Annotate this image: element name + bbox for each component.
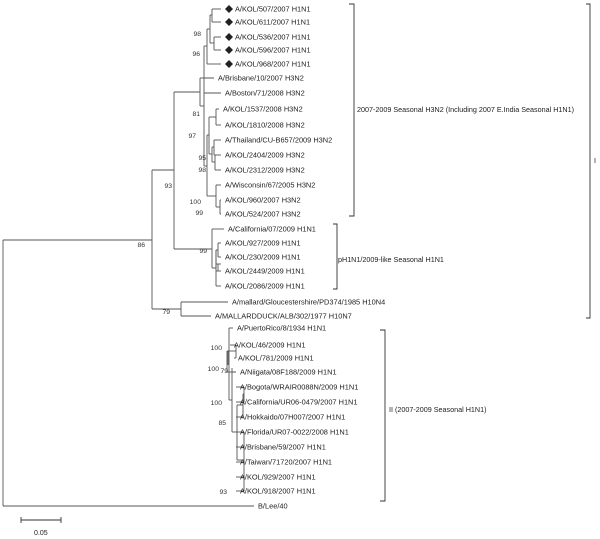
diamond-marker-icon: [225, 5, 233, 13]
leaf-label: A/Taiwan/71720/2007 H1N1: [240, 458, 332, 467]
leaf-label: A/KOL/968/2007 H1N1: [235, 60, 311, 69]
leaf-label: A/California/UR06-0479/2007 H1N1: [240, 398, 358, 407]
leaf-label: A/KOL/46/2009 H1N1: [234, 341, 306, 350]
scale-bar-label: 0.05: [34, 530, 48, 537]
leaf-label: A/KOL/2404/2009 H3N2: [225, 151, 305, 160]
bootstrap-value: 100: [211, 345, 223, 352]
clade-brackets: [333, 3, 591, 502]
bootstrap-value: 79: [220, 368, 228, 375]
leaf-label: A/Niigata/08F188/2009 H1N1: [240, 368, 337, 377]
leaf-label: A/KOL/2086/2009 H1N1: [225, 282, 305, 291]
bootstrap-value: 81: [192, 111, 200, 118]
leaf-label: A/KOL/1537/2008 H3N2: [223, 105, 303, 114]
clade-label-seasonal-h1n1: II (2007-2009 Seasonal H1N1): [389, 405, 487, 414]
leaf-label: A/KOL/507/2007 H1N1: [235, 5, 311, 14]
leaf-label: A/Hokkaido/07H007/2007 H1N1: [240, 413, 345, 422]
leaf-label: A/KOL/2312/2009 H3N2: [225, 166, 305, 175]
diamond-marker-icon: [225, 46, 233, 54]
leaf-label: A/KOL/611/2007 H1N1: [235, 18, 310, 27]
leaf-label: A/KOL/918/2007 H1N1: [240, 487, 316, 496]
bootstrap-value: 99: [199, 248, 207, 255]
leaf-label: A/Thailand/CU-B657/2009 H3N2: [225, 136, 332, 145]
bootstrap-value: 86: [137, 242, 145, 249]
bootstrap-value: 99: [195, 210, 203, 217]
leaf-label: A/Bogota/WRAIR0088N/2009 H1N1: [240, 383, 358, 392]
leaf-label: A/KOL/927/2009 H1N1: [225, 239, 301, 248]
leaf-label: A/Boston/71/2008 H3N2: [225, 89, 305, 98]
diamond-marker-icon: [225, 33, 233, 41]
leaf-label: A/KOL/929/2007 H1N1: [240, 473, 316, 482]
leaf-label: A/KOL/524/2007 H3N2: [225, 210, 301, 219]
bootstrap-value: 100: [211, 400, 223, 407]
bootstrap-value: 100: [190, 199, 202, 206]
bootstrap-value: 93: [164, 183, 172, 190]
leaf-label: A/Florida/UR07-0022/2008 H1N1: [240, 428, 349, 437]
bootstrap-value: 95: [198, 155, 206, 162]
bootstrap-value: 97: [188, 133, 196, 140]
leaf-label: B/Lee/40: [258, 502, 288, 511]
bootstrap-value: 85: [218, 420, 226, 427]
bracket-group-one: [586, 3, 591, 319]
bracket-h3n2: [349, 3, 355, 217]
diamond-marker-icon: [225, 60, 233, 68]
bootstrap-value: 93: [219, 489, 227, 496]
bootstrap-value: 98: [198, 167, 206, 174]
leaf-label: A/KOL/230/2009 H1N1: [225, 253, 301, 262]
bracket-ph1n1: [333, 223, 338, 290]
leaf-label: A/mallard/Gloucestershire/PD374/1985 H10…: [232, 298, 385, 307]
scale-bar: 0.05: [20, 517, 62, 537]
leaf-label: A/Brisbane/10/2007 H3N2: [218, 74, 304, 83]
leaf-label: A/PuertoRico/8/1934 H1N1: [237, 324, 326, 333]
clade-label-group-one: I: [594, 156, 596, 165]
leaf-label: A/KOL/596/2007 H1N1: [235, 46, 311, 55]
clade-label-ph1n1: pH1N1/2009-like Seasonal H1N1: [338, 255, 444, 264]
leaf-label: A/KOL/2449/2009 H1N1: [225, 267, 305, 276]
leaf-label: A/Brisbane/59/2007 H1N1: [240, 443, 326, 452]
bracket-seasonal-h1n1: [380, 329, 386, 502]
leaf-label: A/California/07/2009 H1N1: [228, 225, 316, 234]
leaf-label: A/KOL/1810/2008 H3N2: [225, 121, 305, 130]
bootstrap-value: 96: [192, 51, 200, 58]
leaf-label: A/Wisconsin/67/2005 H3N2: [225, 181, 315, 190]
leaf-label: A/KOL/781/2009 H1N1: [238, 354, 314, 363]
bootstrap-value: 98: [193, 31, 201, 38]
tree-branches: [2, 8, 254, 507]
leaf-label: A/KOL/960/2007 H3N2: [225, 196, 301, 205]
leaf-label: A/KOL/536/2007 H1N1: [235, 33, 311, 42]
leaf-label: A/MALLARDDUCK/ALB/302/1977 H10N7: [215, 312, 352, 321]
bootstrap-value: 100: [208, 366, 220, 373]
diamond-marker-icon: [225, 18, 233, 26]
clade-label-h3n2: 2007-2009 Seasonal H3N2 (Including 2007 …: [357, 105, 574, 114]
bootstrap-value: 79: [162, 309, 170, 316]
